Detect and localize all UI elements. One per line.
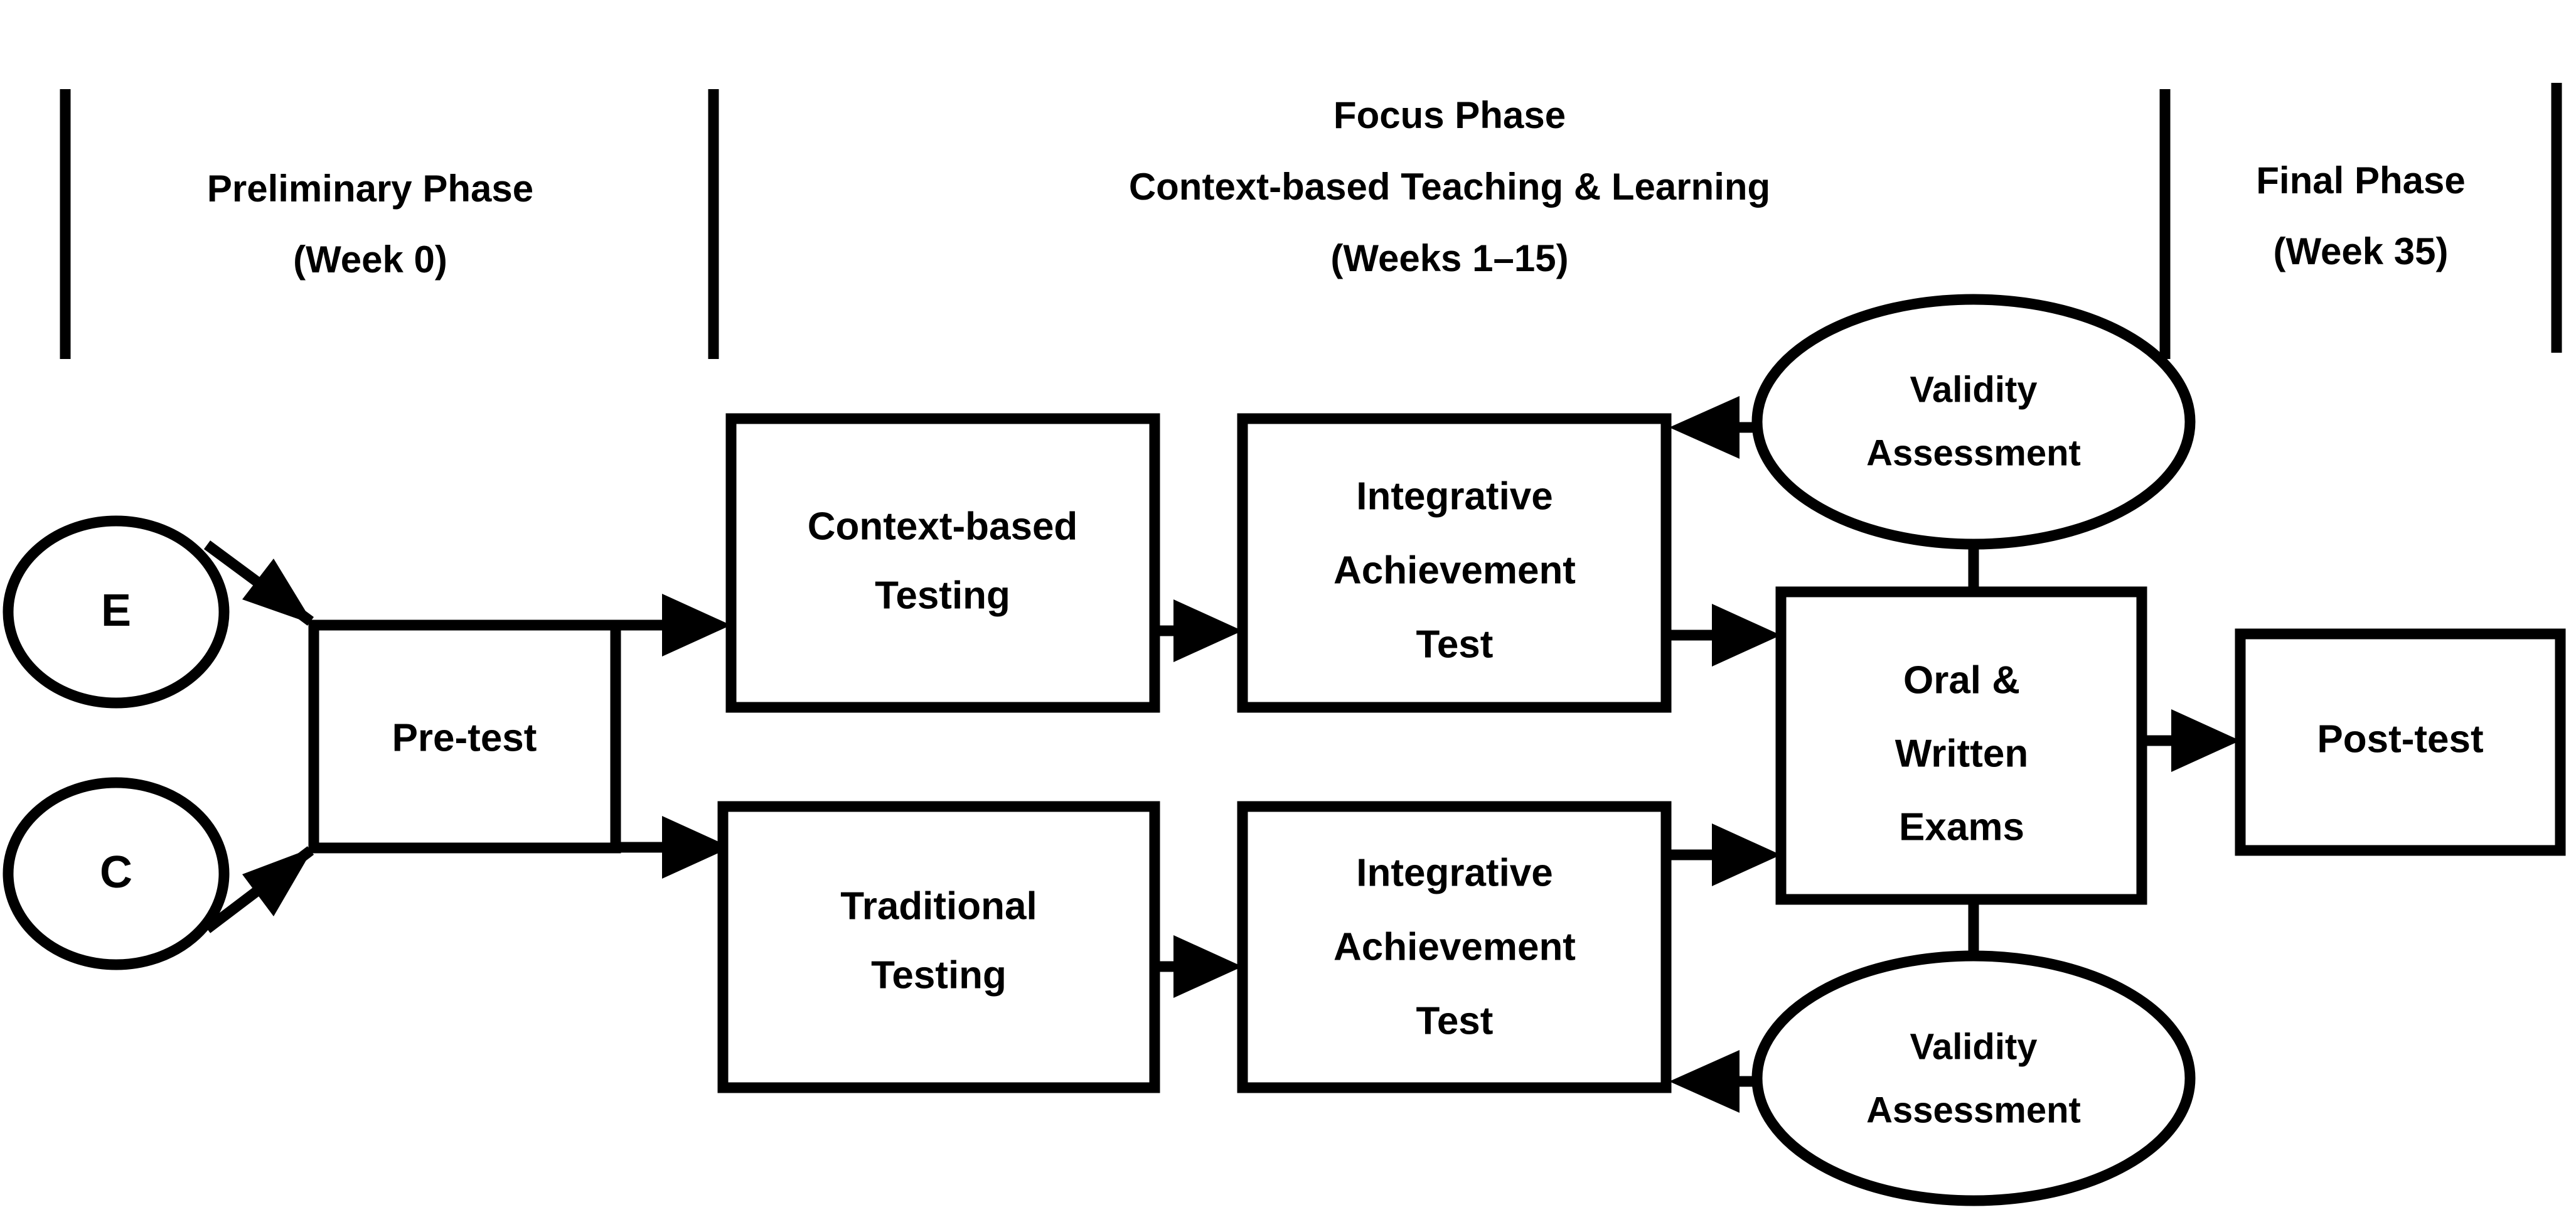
validity-bottom-label-line2: Assessment	[1866, 1090, 2081, 1130]
traditional-testing-label-line2: Testing	[871, 953, 1007, 997]
node-integrative-achievement-test-bottom[interactable]: Integrative Achievement Test	[1237, 801, 1672, 1093]
validity-assessment-bottom-ellipse[interactable]	[1751, 950, 2196, 1206]
focus-phase-subtitle: Context-based Teaching & Learning	[1129, 166, 1770, 208]
group-node-control[interactable]: C	[3, 777, 230, 970]
focus-phase-weeks: (Weeks 1–15)	[1330, 237, 1568, 279]
node-context-based-testing[interactable]: Context-based Testing	[725, 413, 1160, 713]
arrowhead-pretest-to-traditional-testing	[662, 816, 731, 879]
arrowhead-context-to-integrative-top	[1173, 599, 1243, 662]
integrative-bottom-label-line2: Achievement	[1333, 925, 1576, 968]
phase-label-preliminary: Preliminary Phase (Week 0)	[207, 168, 533, 281]
control-group-circle[interactable]	[3, 777, 230, 970]
connector-exams-to-posttest	[2142, 709, 2240, 772]
arrowhead-exams-to-posttest	[2171, 709, 2240, 772]
oral-written-exams-label-line3: Exams	[1899, 805, 2024, 849]
connector-traditional-testing-to-integrative-bottom	[1155, 935, 1243, 998]
final-phase-title: Final Phase	[2256, 159, 2465, 201]
posttest-box[interactable]	[2235, 628, 2566, 856]
node-validity-assessment-bottom[interactable]: Validity Assessment	[1751, 950, 2196, 1206]
validity-top-label-line1: Validity	[1910, 369, 2037, 410]
pretest-box[interactable]	[308, 619, 621, 854]
node-traditional-testing[interactable]: Traditional Testing	[717, 801, 1160, 1093]
arrowhead-validity-bottom-to-integrative-bottom	[1669, 1050, 1740, 1113]
experimental-group-circle[interactable]	[3, 515, 230, 709]
phase-label-final: Final Phase (Week 35)	[2256, 159, 2465, 272]
phase-label-focus: Focus Phase Context-based Teaching & Lea…	[1129, 94, 1770, 279]
integrative-top-label-line1: Integrative	[1356, 474, 1553, 518]
node-oral-written-exams[interactable]: Oral & Written Exams	[1775, 586, 2147, 905]
arrowhead-integrative-bottom-to-exams	[1712, 823, 1781, 886]
integrative-achievement-test-bottom-box[interactable]	[1237, 801, 1672, 1093]
context-based-testing-label-line2: Testing	[875, 574, 1010, 617]
oral-written-exams-label-line2: Written	[1895, 732, 2028, 775]
arrowhead-c-to-pretest	[242, 847, 314, 916]
node-validity-assessment-top[interactable]: Validity Assessment	[1751, 294, 2196, 550]
integrative-achievement-test-top-box[interactable]	[1237, 413, 1672, 713]
connector-context-testing-to-integrative-top	[1155, 599, 1243, 662]
validity-assessment-top-ellipse[interactable]	[1751, 294, 2196, 550]
integrative-bottom-label-line3: Test	[1416, 999, 1494, 1042]
experimental-group-label: E	[101, 586, 131, 636]
posttest-label: Post-test	[2317, 717, 2483, 761]
traditional-testing-box[interactable]	[717, 801, 1160, 1093]
context-based-testing-label-line1: Context-based	[808, 505, 1078, 548]
node-pretest[interactable]: Pre-test	[308, 619, 621, 854]
arrowhead-traditional-to-integrative-bottom	[1173, 935, 1243, 998]
oral-written-exams-box[interactable]	[1775, 586, 2147, 905]
preliminary-phase-title: Preliminary Phase	[207, 168, 533, 210]
control-group-label: C	[100, 847, 132, 898]
node-posttest[interactable]: Post-test	[2235, 628, 2566, 856]
preliminary-phase-weeks: (Week 0)	[293, 239, 447, 281]
node-integrative-achievement-test-top[interactable]: Integrative Achievement Test	[1237, 413, 1672, 713]
arrowhead-integrative-top-to-exams	[1712, 604, 1781, 667]
focus-phase-title: Focus Phase	[1333, 94, 1566, 136]
connector-integrative-bottom-to-exams	[1666, 823, 1781, 886]
group-node-experimental[interactable]: E	[3, 515, 230, 709]
integrative-top-label-line3: Test	[1416, 623, 1494, 666]
oral-written-exams-label-line1: Oral &	[1903, 658, 2020, 702]
arrowhead-validity-top-to-integrative-top	[1669, 396, 1740, 459]
integrative-bottom-label-line1: Integrative	[1356, 851, 1553, 894]
connector-e-to-pretest	[203, 540, 314, 626]
connector-integrative-top-to-exams	[1666, 604, 1781, 667]
arrowhead-e-to-pretest	[242, 559, 314, 624]
arrowhead-pretest-to-context-testing	[662, 594, 731, 657]
pretest-label: Pre-test	[392, 716, 537, 759]
traditional-testing-label-line1: Traditional	[840, 884, 1037, 928]
validity-top-label-line2: Assessment	[1866, 432, 2081, 473]
final-phase-weeks: (Week 35)	[2273, 230, 2448, 272]
integrative-top-label-line2: Achievement	[1333, 549, 1576, 592]
validity-bottom-label-line1: Validity	[1910, 1026, 2037, 1067]
connector-c-to-pretest	[203, 846, 314, 933]
context-based-testing-box[interactable]	[725, 413, 1160, 713]
